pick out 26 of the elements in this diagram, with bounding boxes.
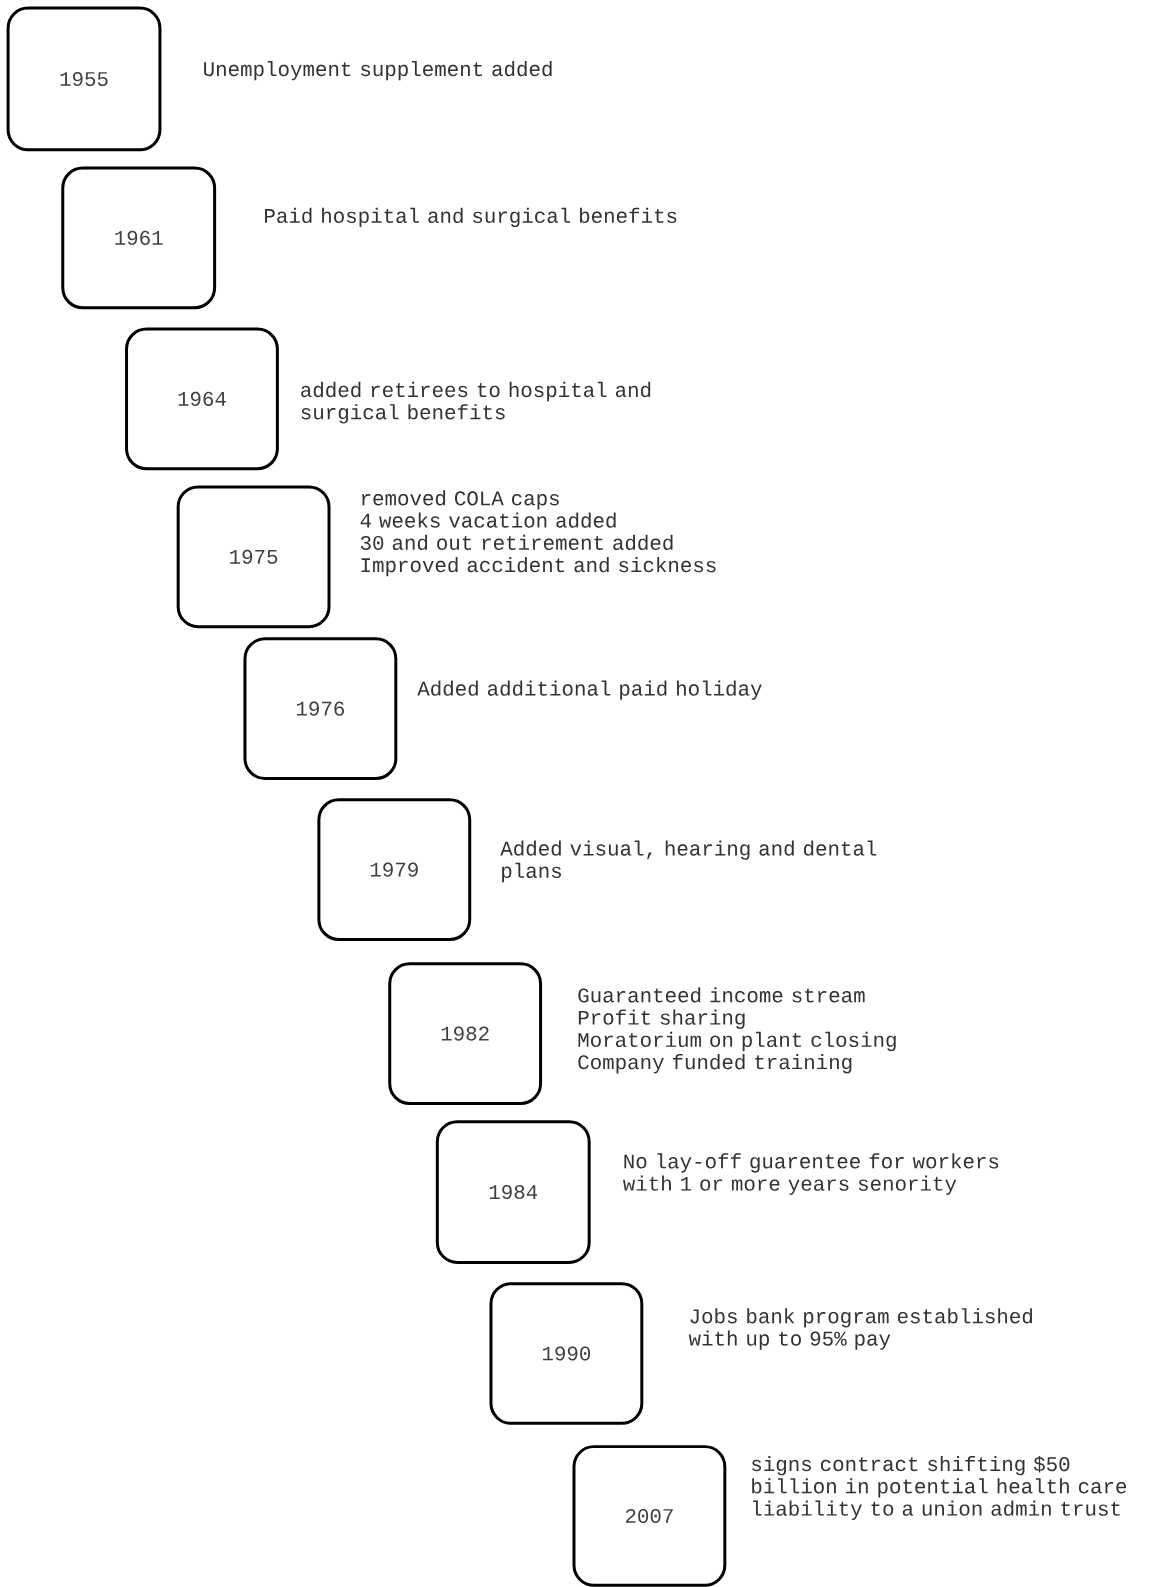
- year-box: 1975: [176, 485, 331, 629]
- description-text: Profit sharing: [578, 1009, 745, 1029]
- year-box: 1955: [6, 6, 162, 152]
- description-text: Improved accident and sickness: [361, 557, 716, 577]
- description-text: Paid hospital and surgical benefits: [265, 207, 677, 228]
- year-box: 1982: [388, 962, 543, 1105]
- year-box: 1979: [317, 798, 472, 941]
- year-box: 1964: [125, 327, 279, 471]
- description-text: No lay-off guarentee for workers with 1 or more years senority: [623, 1153, 999, 1195]
- description-text: 4 weeks vacation added: [360, 512, 616, 528]
- description-text: Added additional paid holiday: [417, 680, 762, 700]
- year-box: 1984: [435, 1120, 591, 1264]
- description-text: added retirees to hospital and surgical benefits: [301, 381, 651, 424]
- description-text: Moratorium on plant closing: [578, 1031, 896, 1052]
- description-text: removed COLA caps: [362, 490, 559, 510]
- description-text: Jobs bank program established with up to 95% pay: [688, 1308, 1032, 1350]
- description-text: signs contract shifting $50 billion in potential health care liability to a union admin trust: [752, 1455, 1127, 1520]
- description-text: Added visual, hearing and dental plans: [500, 840, 877, 883]
- year-box: 1976: [243, 637, 398, 780]
- year-box: 2007: [572, 1445, 727, 1587]
- year-box: 1990: [489, 1282, 644, 1425]
- year-box: 1961: [61, 166, 217, 310]
- description-text: Guaranteed income stream: [578, 987, 865, 1003]
- description-text: Company funded training: [578, 1054, 852, 1074]
- description-text: Unemployment supplement added: [204, 60, 552, 81]
- description-text: 30 and out retirement added: [360, 534, 673, 551]
